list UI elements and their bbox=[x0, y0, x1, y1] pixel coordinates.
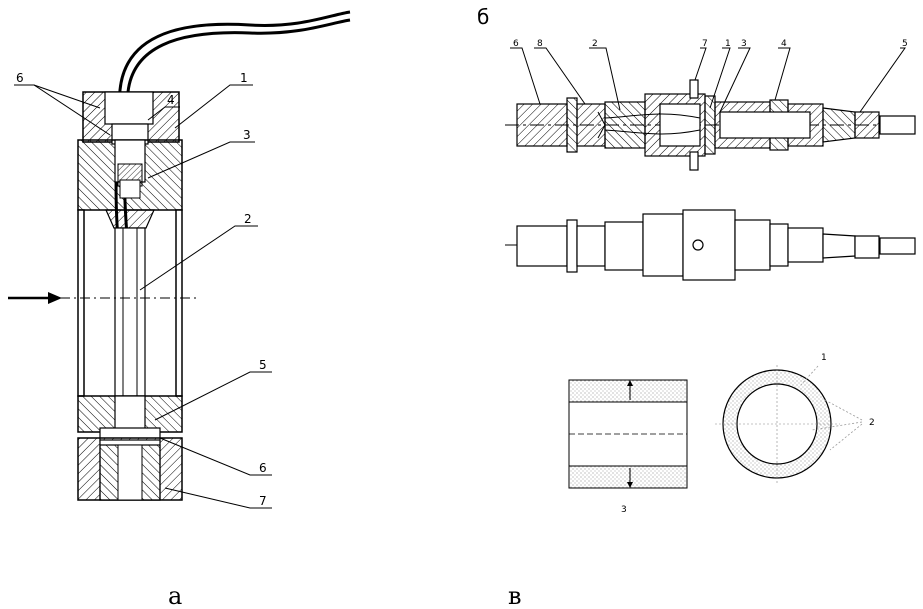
callout-b-2: 2 bbox=[592, 39, 598, 49]
tube-wall-right bbox=[175, 209, 183, 397]
callout-a-6-bottom: 6 bbox=[259, 461, 267, 475]
callout-b-7: 7 bbox=[702, 39, 708, 49]
callout-b-1: 1 bbox=[725, 39, 731, 49]
panel-c-caption: в bbox=[508, 582, 522, 609]
panel-a-caption: а bbox=[168, 582, 182, 609]
callout-a-4: 4 bbox=[167, 93, 175, 107]
callout-b-4: 4 bbox=[781, 39, 787, 49]
callout-c-3: 3 bbox=[621, 505, 627, 515]
callout-c-2: 2 bbox=[869, 418, 875, 428]
callout-c-1: 1 bbox=[821, 353, 827, 363]
callout-b-5: 5 bbox=[902, 39, 908, 49]
sensing-element bbox=[114, 227, 146, 399]
callout-a-1: 1 bbox=[240, 71, 248, 85]
callout-a-3: 3 bbox=[243, 128, 251, 142]
callout-a-5: 5 bbox=[259, 358, 267, 372]
callout-a-2: 2 bbox=[244, 212, 252, 226]
callout-a-7: 7 bbox=[259, 494, 267, 508]
insulator-section bbox=[568, 379, 688, 489]
callout-a-6-top: 6 bbox=[16, 71, 24, 85]
panel-a: 6 4 1 3 2 5 6 7 а bbox=[8, 10, 351, 609]
callout-b-3: 3 bbox=[741, 39, 747, 49]
panel-b: б bbox=[477, 5, 916, 609]
tube-wall-left bbox=[77, 209, 85, 397]
callout-b-8: 8 bbox=[537, 39, 543, 49]
callout-b-6: 6 bbox=[513, 39, 519, 49]
insulator-end-view bbox=[715, 365, 840, 485]
panel-b-caption: б bbox=[477, 5, 489, 29]
